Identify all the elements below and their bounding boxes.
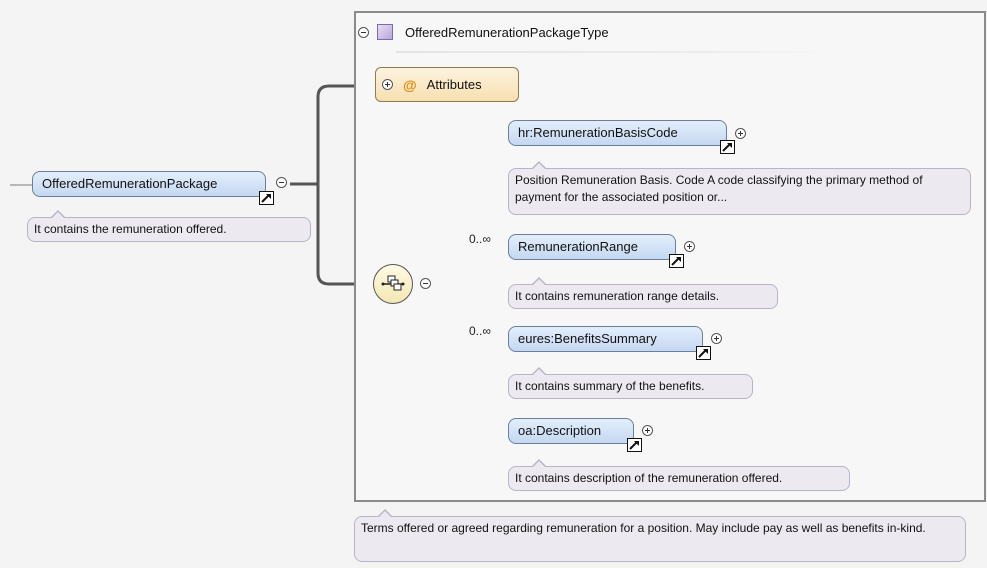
occurrence-label: 0..∞ — [469, 232, 491, 246]
child-annotation-text: It contains description of the remunerat… — [515, 471, 783, 485]
reference-arrow-icon[interactable] — [259, 191, 274, 205]
minus-circle-icon[interactable] — [358, 26, 369, 38]
child-element-label: oa:Description — [518, 423, 602, 438]
child-element-description[interactable]: oa:Description — [508, 418, 642, 452]
child-element-label: hr:RemunerationBasisCode — [518, 125, 678, 140]
sequence-compositor-icon[interactable] — [373, 264, 413, 304]
child-element-label: eures:BenefitsSummary — [518, 331, 657, 346]
header-divider — [396, 51, 836, 53]
child-annotation: Position Remuneration Basis. Code A code… — [508, 161, 971, 215]
root-element-label: OfferedRemunerationPackage — [42, 176, 218, 191]
plus-circle-icon[interactable] — [684, 241, 695, 252]
sequence-glyph — [381, 275, 405, 291]
child-element-remuneration-range[interactable]: RemunerationRange — [508, 234, 684, 268]
plus-circle-icon[interactable] — [642, 425, 653, 436]
child-annotation-text: It contains summary of the benefits. — [515, 379, 705, 393]
root-annotation: It contains the remuneration offered. — [27, 210, 311, 242]
root-element[interactable]: OfferedRemunerationPackage — [32, 171, 274, 205]
reference-arrow-icon[interactable] — [669, 254, 684, 268]
occurrence-label: 0..∞ — [469, 324, 491, 338]
plus-circle-icon[interactable] — [735, 128, 746, 139]
type-annotation: Terms offered or agreed regarding remune… — [354, 509, 966, 562]
reference-arrow-icon[interactable] — [696, 346, 711, 360]
child-element-label: RemunerationRange — [518, 239, 638, 254]
reference-arrow-icon[interactable] — [720, 140, 735, 154]
attributes-group[interactable]: @ Attributes — [375, 67, 519, 102]
type-name: OfferedRemunerationPackageType — [405, 24, 609, 40]
minus-circle-icon[interactable] — [420, 278, 431, 289]
root-annotation-text: It contains the remuneration offered. — [34, 222, 227, 236]
child-annotation: It contains description of the remunerat… — [508, 459, 850, 491]
reference-arrow-icon[interactable] — [627, 438, 642, 452]
complex-type-icon — [377, 24, 393, 40]
at-sign-icon: @ — [403, 76, 417, 93]
attributes-label: Attributes — [426, 77, 482, 92]
child-annotation: It contains remuneration range details. — [508, 277, 778, 309]
child-element-benefits-summary[interactable]: eures:BenefitsSummary — [508, 326, 711, 360]
child-annotation-text: It contains remuneration range details. — [515, 289, 720, 303]
type-annotation-text: Terms offered or agreed regarding remune… — [361, 521, 926, 535]
child-annotation: It contains summary of the benefits. — [508, 367, 753, 399]
plus-circle-icon[interactable] — [382, 79, 393, 90]
plus-circle-icon[interactable] — [711, 333, 722, 344]
minus-circle-icon[interactable] — [276, 177, 287, 188]
child-element-remuneration-basis-code[interactable]: hr:RemunerationBasisCode — [508, 120, 735, 154]
type-header: OfferedRemunerationPackageType — [358, 21, 609, 43]
child-annotation-text: Position Remuneration Basis. Code A code… — [515, 173, 923, 204]
